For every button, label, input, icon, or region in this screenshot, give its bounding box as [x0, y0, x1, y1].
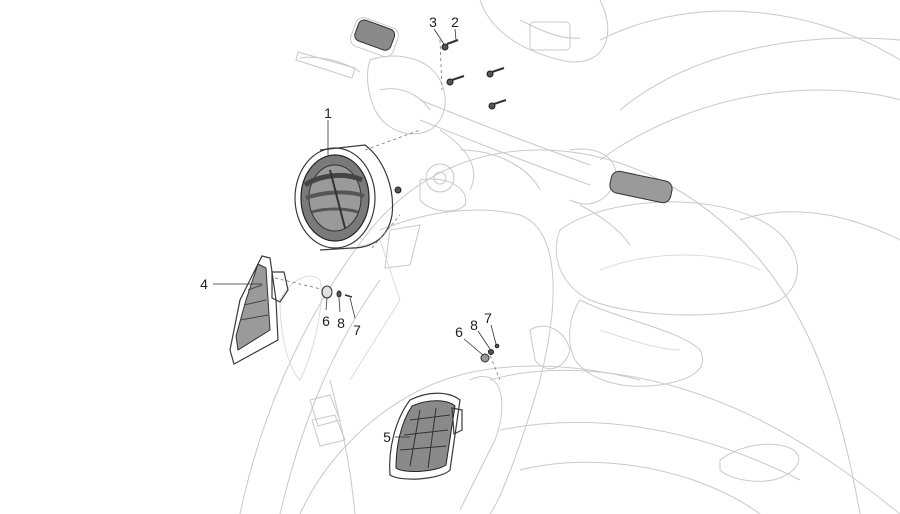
left-grip — [354, 19, 396, 51]
callout-8-right: 8 — [470, 317, 478, 333]
callout-6-right: 6 — [455, 324, 463, 340]
scooter-body-outline — [239, 0, 900, 514]
alignment-lines — [274, 39, 501, 381]
callout-5: 5 — [383, 429, 391, 445]
right-grip — [609, 170, 673, 204]
headlight-part-1 — [294, 144, 402, 251]
handlebar-assembly — [295, 17, 673, 246]
callout-7-right: 7 — [484, 310, 492, 326]
leader-lines — [213, 28, 497, 438]
screws-top — [441, 39, 507, 110]
callout-3: 3 — [429, 14, 437, 30]
small-parts-right — [480, 343, 500, 363]
callout-2: 2 — [451, 14, 459, 30]
small-parts-left — [321, 285, 353, 299]
callout-8-left: 8 — [337, 315, 345, 331]
callout-6-left: 6 — [322, 313, 330, 329]
right-indicator-part-5 — [389, 392, 463, 480]
callout-1: 1 — [324, 105, 332, 121]
callout-4: 4 — [200, 276, 208, 292]
callout-labels: 1 2 3 4 5 6 8 7 6 8 7 — [200, 14, 492, 445]
left-indicator-part-4 — [229, 255, 289, 365]
callout-7-left: 7 — [353, 322, 361, 338]
